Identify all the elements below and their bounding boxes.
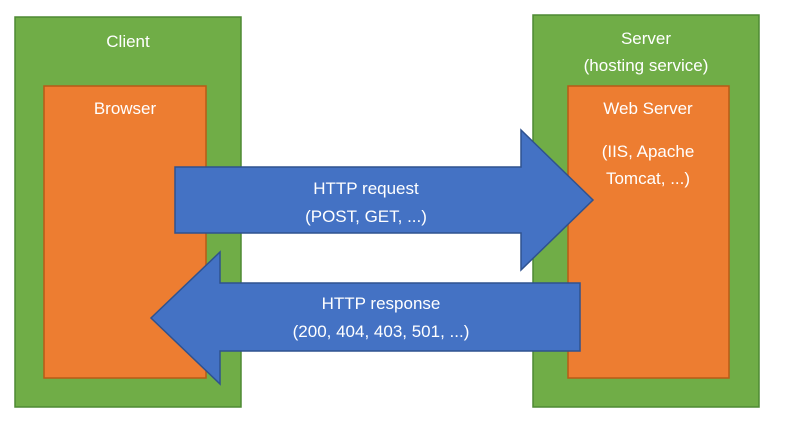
web-server-detail-line2: Tomcat, ...) — [606, 169, 690, 188]
http-response-arrow-shape — [149, 250, 581, 386]
http-request-line2: (POST, GET, ...) — [305, 207, 427, 226]
http-response-line2: (200, 404, 403, 501, ...) — [293, 322, 470, 341]
browser-label: Browser — [94, 99, 157, 118]
http-response-arrow: HTTP response (200, 404, 403, 501, ...) — [149, 250, 581, 386]
web-server-box: Web Server (IIS, Apache Tomcat, ...) — [567, 85, 730, 379]
client-title: Client — [106, 32, 150, 51]
web-server-label: Web Server — [603, 99, 693, 118]
http-request-arrow-shape — [174, 128, 595, 272]
web-server-box-shape — [567, 85, 730, 379]
web-server-detail-line1: (IIS, Apache — [602, 142, 695, 161]
http-request-arrow: HTTP request (POST, GET, ...) — [174, 128, 595, 272]
server-title-line2: (hosting service) — [584, 56, 709, 75]
http-response-line1: HTTP response — [322, 294, 441, 313]
http-request-line1: HTTP request — [313, 179, 419, 198]
server-title-line1: Server — [621, 29, 671, 48]
